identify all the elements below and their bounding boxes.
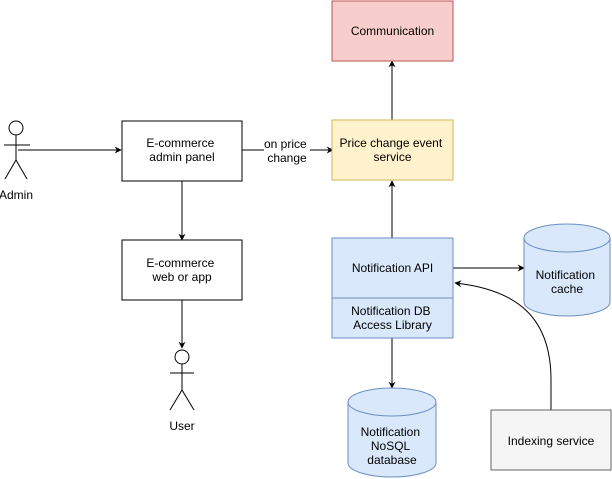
node-admin-panel: E-commerce admin panel [121, 120, 243, 182]
node-box [121, 120, 243, 182]
node-box [121, 239, 243, 301]
actor-head [174, 349, 190, 365]
edges: on price change [18, 60, 552, 410]
node-box [331, 119, 454, 181]
node-label: Communication [351, 24, 434, 38]
cylinder-body [347, 402, 437, 478]
edge-panel-to-price: on price change [242, 136, 334, 166]
node-label: Notification NoSQL database [361, 425, 424, 467]
cylinder-top [523, 223, 611, 253]
actor-label-admin: Admin [0, 188, 33, 202]
node-communication: Communication [331, 0, 454, 62]
actor-admin [4, 120, 30, 180]
node-notification-api: Notification API [331, 237, 454, 299]
node-box [490, 409, 612, 471]
edge-label-on-price-change: on price change [264, 137, 310, 165]
node-notification-db-library: Notification DB Access Library [331, 297, 454, 339]
node-label: Price change event service [339, 136, 445, 164]
node-label: Notification DB Access Library [351, 304, 434, 332]
cylinder-top [347, 387, 437, 417]
node-notification-database: Notification NoSQL database [347, 387, 437, 478]
actor-head [8, 120, 24, 136]
node-web-app: E-commerce web or app [121, 239, 243, 301]
node-price-change-service: Price change event service [331, 119, 454, 181]
cylinder-body [523, 238, 611, 317]
actor-label-user: User [169, 419, 194, 433]
actor-user [169, 349, 195, 411]
node-label: E-commerce web or app [146, 256, 217, 284]
node-label: E-commerce admin panel [146, 136, 217, 164]
node-box [331, 297, 454, 339]
node-indexing-service: Indexing service [490, 409, 612, 471]
node-label: Notification cache [536, 268, 599, 296]
node-label: Indexing service [508, 434, 595, 448]
node-box [331, 0, 454, 62]
node-label: Notification API [352, 261, 433, 275]
edge-indexing-to-api [454, 280, 552, 410]
node-notification-cache: Notification cache [523, 223, 611, 317]
